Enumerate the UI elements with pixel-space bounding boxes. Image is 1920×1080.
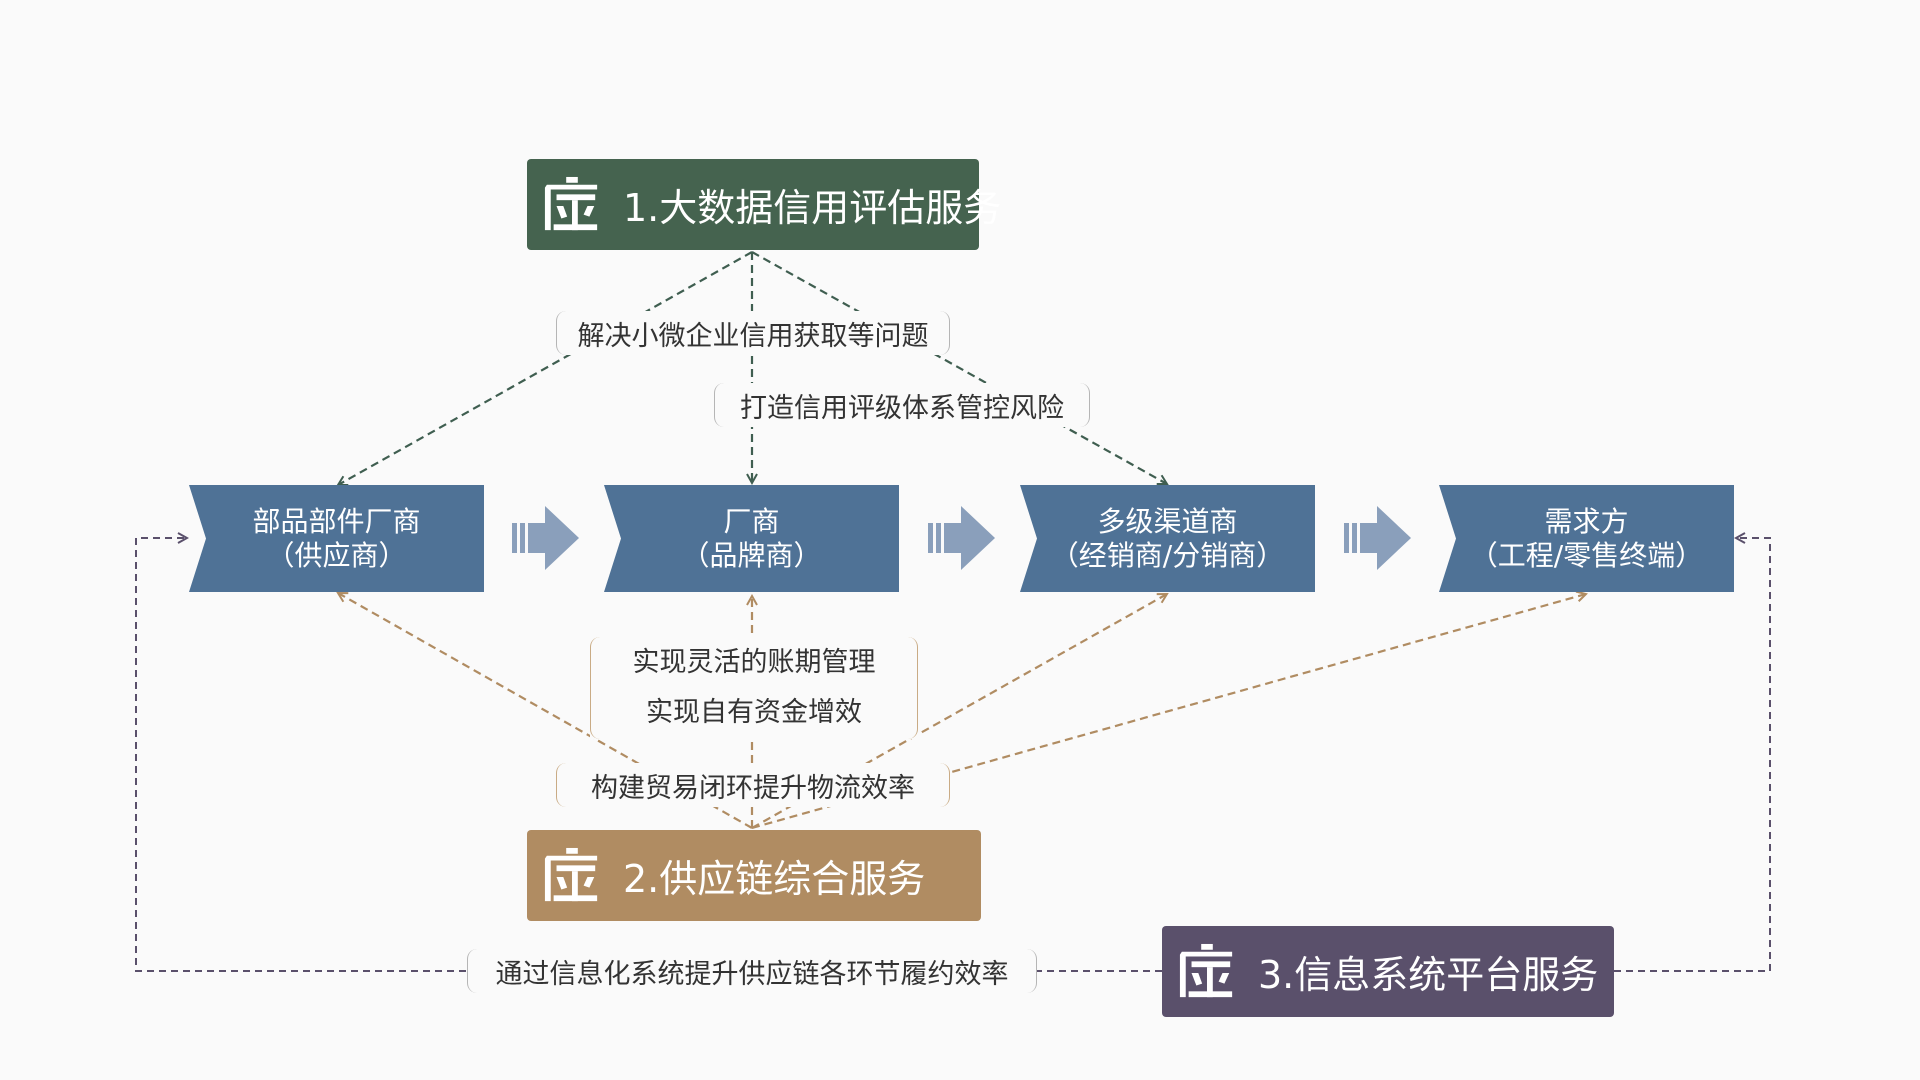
node-demand-title: 需求方 — [1544, 504, 1629, 538]
connector-bigdata-channel — [751, 251, 1167, 484]
service-big-data-label: 1.大数据信用评估服务 — [623, 186, 1002, 230]
node-demand: 需求方 （工程/零售终端） — [1439, 485, 1734, 592]
flow-arrow-2 — [928, 506, 995, 570]
node-brand-title: 厂商 — [723, 504, 780, 538]
node-supplier-subtitle: （供应商） — [266, 538, 407, 572]
label-flexible-terms: 实现灵活的账期管理 — [632, 647, 876, 678]
node-channel: 多级渠道商 （经销商/分销商） — [1020, 485, 1315, 592]
label-credit-rating: 打造信用评级体系管控风险 — [714, 383, 1090, 427]
node-demand-subtitle: （工程/零售终端） — [1469, 538, 1704, 572]
flow-arrow-1 — [512, 506, 579, 570]
label-credit-problem: 解决小微企业信用获取等问题 — [556, 311, 950, 355]
company-logo-icon — [544, 847, 598, 901]
service-supply-chain: 2.供应链综合服务 — [527, 830, 981, 921]
label-info-efficiency: 通过信息化系统提升供应链各环节履约效率 — [467, 949, 1037, 993]
connector-bigdata-supplier — [338, 251, 753, 485]
connector-infosystem-supplier — [135, 538, 1162, 972]
company-logo-icon — [1179, 943, 1233, 997]
label-capital-efficiency: 实现自有资金增效 — [646, 697, 862, 728]
connector-infosystem-demand — [1614, 538, 1771, 972]
label-finance-benefits: 实现灵活的账期管理 实现自有资金增效 — [590, 637, 918, 739]
node-brand-subtitle: （品牌商） — [681, 538, 822, 572]
service-big-data: 1.大数据信用评估服务 — [527, 159, 1001, 250]
node-supplier: 部品部件厂商 （供应商） — [189, 485, 484, 592]
label-trade-loop: 构建贸易闭环提升物流效率 — [556, 763, 950, 807]
service-info-system-label: 3.信息系统平台服务 — [1258, 953, 1599, 997]
node-supplier-title: 部品部件厂商 — [252, 504, 421, 538]
node-brand: 厂商 （品牌商） — [604, 485, 899, 592]
service-info-system: 3.信息系统平台服务 — [1162, 926, 1614, 1017]
flow-arrow-3 — [1344, 506, 1411, 570]
service-supply-chain-label: 2.供应链综合服务 — [623, 857, 926, 901]
company-logo-icon — [544, 176, 598, 230]
node-channel-subtitle: （经销商/分销商） — [1050, 538, 1285, 572]
node-channel-title: 多级渠道商 — [1097, 504, 1238, 538]
